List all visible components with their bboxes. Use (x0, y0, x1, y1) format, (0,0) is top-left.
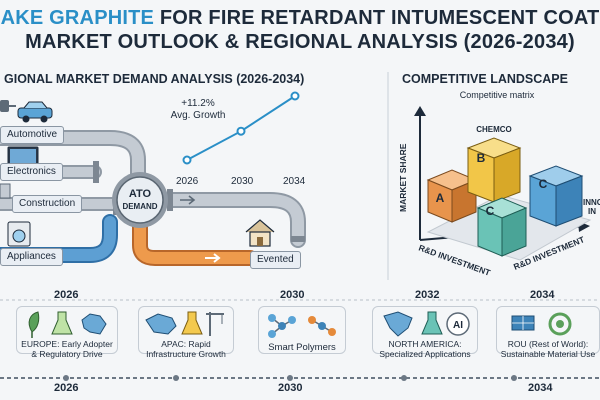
growth-point (290, 91, 300, 101)
timeline-top-year: 2032 (415, 289, 440, 301)
flask-icon (421, 311, 443, 335)
timeline-dot (63, 375, 69, 381)
timeline-bottom-year: 2034 (528, 382, 553, 394)
growth-year-2026: 2026 (176, 176, 199, 187)
molecule-icon (308, 316, 336, 336)
timeline-card-smart-polymers: Smart Polymers (258, 306, 346, 354)
timeline-card-north-america: NORTH AMERICA: Specialized Applications (372, 306, 478, 359)
growth-point (182, 155, 192, 165)
flask-icon (51, 311, 73, 335)
card-line: Sustainable Material Use (500, 349, 596, 359)
asia-map-icon (145, 313, 177, 335)
timeline-dot (511, 375, 517, 381)
timeline-top-year: 2030 (280, 289, 305, 301)
right-section-heading: COMPETITIVE LANDSCAPE (402, 72, 568, 86)
title-accent: AKE GRAPHITE (0, 7, 155, 29)
svg-text:AI: AI (453, 320, 463, 331)
pipe-appliances-inner (0, 216, 116, 261)
hub-label-2: DEMAND (122, 202, 157, 211)
house-icon (245, 219, 275, 247)
y-axis-label: MARKET SHARE (398, 143, 408, 212)
flow-arrow-icon (180, 195, 196, 205)
card-line: Smart Polymers (268, 342, 336, 353)
leaf-icon (28, 311, 40, 338)
cube-b: B (466, 137, 522, 203)
cube-c-blue-label: C (539, 177, 548, 191)
recycle-icon (548, 312, 572, 336)
timeline-card-apac: APAC: Rapid Infrastructure Growth (138, 306, 234, 359)
growth-summary: +11.2% Avg. Growth (168, 98, 228, 122)
cube-b-company: CHEMCO (476, 125, 512, 134)
flow-arrow-icon (205, 253, 221, 263)
washing-machine-icon (7, 221, 31, 247)
ai-chip-icon: AI (446, 312, 470, 336)
card-line: Infrastructure Growth (146, 349, 226, 359)
timeline-card-europe: EUROPE: Early Adopter & Regulatory Drive (16, 306, 118, 359)
timeline-dot (401, 375, 407, 381)
input-label-automotive: Automotive (0, 126, 65, 144)
pipe-out-grey-inner (164, 194, 304, 246)
growth-label: Avg. Growth (170, 110, 226, 121)
timeline-top-year: 2034 (530, 289, 555, 301)
output-label: Evented (250, 251, 301, 269)
cube-a-label: A (436, 191, 445, 205)
growth-point (236, 126, 246, 136)
flange (93, 161, 99, 183)
cube-c-teal-label: C (486, 204, 495, 218)
timeline-card-row: ROU (Rest of World): Sustainable Materia… (496, 306, 600, 359)
card-line: ROU (Rest of World): (507, 339, 589, 349)
title-line2: MARKET OUTLOOK & REGIONAL ANALYSIS (2026… (25, 31, 575, 53)
timeline-dot (287, 375, 293, 381)
innovation-label-1: INNO (583, 198, 600, 207)
card-line: EUROPE: Early Adopter (21, 339, 113, 349)
cube-c-blue: C (528, 165, 584, 227)
building-icon (0, 183, 11, 199)
molecule-icon (268, 314, 296, 338)
monitor-icon (7, 146, 39, 168)
timeline-bottom-year: 2030 (278, 382, 303, 394)
input-label-electronics: Electronics (0, 163, 63, 181)
card-line: APAC: Rapid (161, 339, 211, 349)
y-axis-arrow-icon (414, 106, 426, 116)
timeline-bottom-year: 2026 (54, 382, 79, 394)
hub-label-1: ATO (129, 188, 152, 200)
timeline-dot (173, 375, 179, 381)
title-line1: FOR FIRE RETARDANT INTUMESCENT COAT (154, 7, 600, 29)
page-title: AKE GRAPHITE FOR FIRE RETARDANT INTUMESC… (0, 6, 600, 54)
hub-inner (116, 176, 164, 224)
matrix-title: Competitive matrix (460, 90, 535, 100)
card-line: & Regulatory Drive (31, 349, 103, 359)
card-line: NORTH AMERICA: (388, 339, 462, 349)
crane-icon (206, 312, 224, 336)
card-line: Specialized Applications (379, 349, 471, 359)
pipe-out-orange-inner (134, 219, 256, 264)
flange (291, 236, 305, 242)
pipe-automotive-inner (0, 132, 144, 186)
growth-year-2034: 2034 (283, 176, 306, 187)
innovation-label-2: IN (588, 207, 596, 216)
left-section-heading: GIONAL MARKET DEMAND ANALYSIS (2026-2034… (4, 72, 305, 86)
timeline-top-year: 2026 (54, 289, 79, 301)
plug-icon (0, 100, 16, 112)
input-label-appliances: Appliances (0, 248, 63, 266)
input-label-construction: Construction (12, 195, 83, 213)
growth-year-2030: 2030 (231, 176, 254, 187)
flange (167, 189, 173, 211)
competitive-matrix: MARKET SHARE R&D INVESTMENT R&D INVESTME… (398, 106, 600, 278)
solar-panel-icon (511, 315, 535, 331)
north-america-map-icon (383, 311, 413, 337)
europe-map-icon (81, 313, 107, 335)
cube-c-teal: C (476, 197, 528, 257)
growth-chart (182, 91, 300, 165)
flask-icon (181, 311, 203, 335)
cube-b-label: B (477, 151, 486, 165)
car-icon (17, 101, 53, 123)
growth-value: +11.2% (181, 98, 215, 109)
